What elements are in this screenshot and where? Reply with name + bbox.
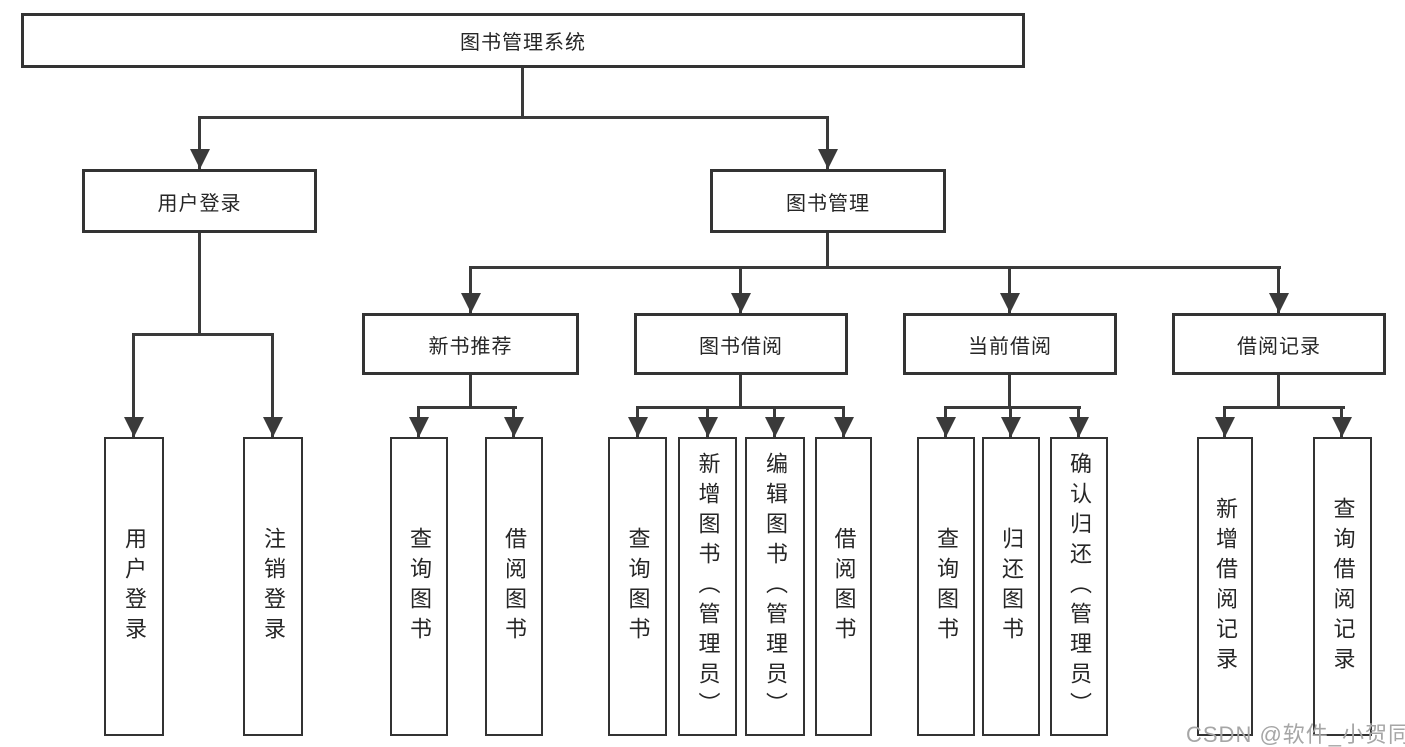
leaf-label: 借阅图书 [831,526,857,647]
leaf-query-borrow-record: 查询借阅记录 [1313,437,1372,736]
connector-line [198,116,829,119]
connector-line [271,335,274,437]
leaf-query-books-borrowing: 查询图书 [608,437,667,736]
arrowhead-icon [698,417,718,437]
node-label: 图书管理 [786,192,870,215]
leaf-add-borrow-record: 新增借阅记录 [1197,437,1253,736]
leaf-label: 编辑图书（管理员） [763,451,788,722]
connector-line [944,406,1081,409]
connector-line [469,375,472,408]
connector-line [469,268,472,313]
leaf-label: 用户登录 [122,526,147,647]
node-label: 新书推荐 [428,335,513,358]
leaf-user-login: 用户登录 [104,437,164,736]
connector-line [198,233,201,335]
leaf-borrow-books: 借阅图书 [815,437,872,736]
node-label: 当前借阅 [968,335,1052,358]
arrowhead-icon [1332,417,1352,437]
arrowhead-icon [1215,417,1235,437]
leaf-add-books-admin: 新增图书（管理员） [678,437,737,736]
connector-line [1277,375,1280,408]
connector-line [417,406,517,409]
arrowhead-icon [628,417,648,437]
node-book-borrowing: 图书借阅 [634,313,848,375]
arrowhead-icon [834,417,854,437]
arrowhead-icon [731,293,751,313]
leaf-label: 新增借阅记录 [1213,496,1238,677]
arrowhead-icon [765,417,785,437]
arrowhead-icon [461,293,481,313]
arrowhead-icon [124,417,144,437]
connector-line [521,68,524,118]
leaf-label: 查询图书 [934,526,959,647]
node-user-login: 用户登录 [82,169,317,233]
arrowhead-icon [263,417,283,437]
leaf-query-books-recommend: 查询图书 [390,437,448,736]
arrowhead-icon [409,417,429,437]
leaf-label: 查询图书 [407,526,432,647]
leaf-edit-books-admin: 编辑图书（管理员） [745,437,805,736]
leaf-label: 确认归还（管理员） [1067,451,1092,722]
arrowhead-icon [504,417,524,437]
leaf-label: 查询图书 [625,526,651,647]
node-label: 用户登录 [157,192,242,215]
node-label: 图书借阅 [699,335,783,358]
node-new-book-recommend: 新书推荐 [362,313,579,375]
node-root-library-system: 图书管理系统 [21,13,1025,68]
connector-line [826,118,829,169]
leaf-label: 注销登录 [261,526,286,647]
connector-line [636,406,845,409]
connector-line [1008,268,1011,313]
connector-line [132,333,274,336]
leaf-confirm-return-admin: 确认归还（管理员） [1050,437,1108,736]
leaf-query-books-current: 查询图书 [917,437,975,736]
arrowhead-icon [1069,417,1089,437]
connector-line [1223,406,1345,409]
connector-line [132,335,135,437]
node-borrowing-records: 借阅记录 [1172,313,1386,375]
arrowhead-icon [1269,293,1289,313]
connector-line [739,268,742,313]
node-book-management: 图书管理 [710,169,946,233]
arrowhead-icon [190,149,210,169]
leaf-label: 归还图书 [999,526,1024,647]
leaf-label: 新增图书（管理员） [695,451,721,722]
leaf-label: 借阅图书 [502,526,527,647]
leaf-return-books: 归还图书 [982,437,1040,736]
leaf-label: 查询借阅记录 [1330,496,1356,677]
connector-line [826,233,829,268]
connector-line [739,375,742,408]
node-label: 图书管理系统 [460,32,586,54]
connector-line [469,266,1281,269]
connector-line [1277,268,1280,313]
leaf-logout: 注销登录 [243,437,303,736]
arrowhead-icon [936,417,956,437]
csdn-watermark: CSDN @软件_小贺同学 [1186,722,1405,747]
connector-line [1008,375,1011,408]
connector-line [198,118,201,169]
leaf-borrow-books-recommend: 借阅图书 [485,437,543,736]
arrowhead-icon [818,149,838,169]
arrowhead-icon [1001,417,1021,437]
node-label: 借阅记录 [1237,335,1321,358]
arrowhead-icon [1000,293,1020,313]
node-current-borrowing: 当前借阅 [903,313,1117,375]
